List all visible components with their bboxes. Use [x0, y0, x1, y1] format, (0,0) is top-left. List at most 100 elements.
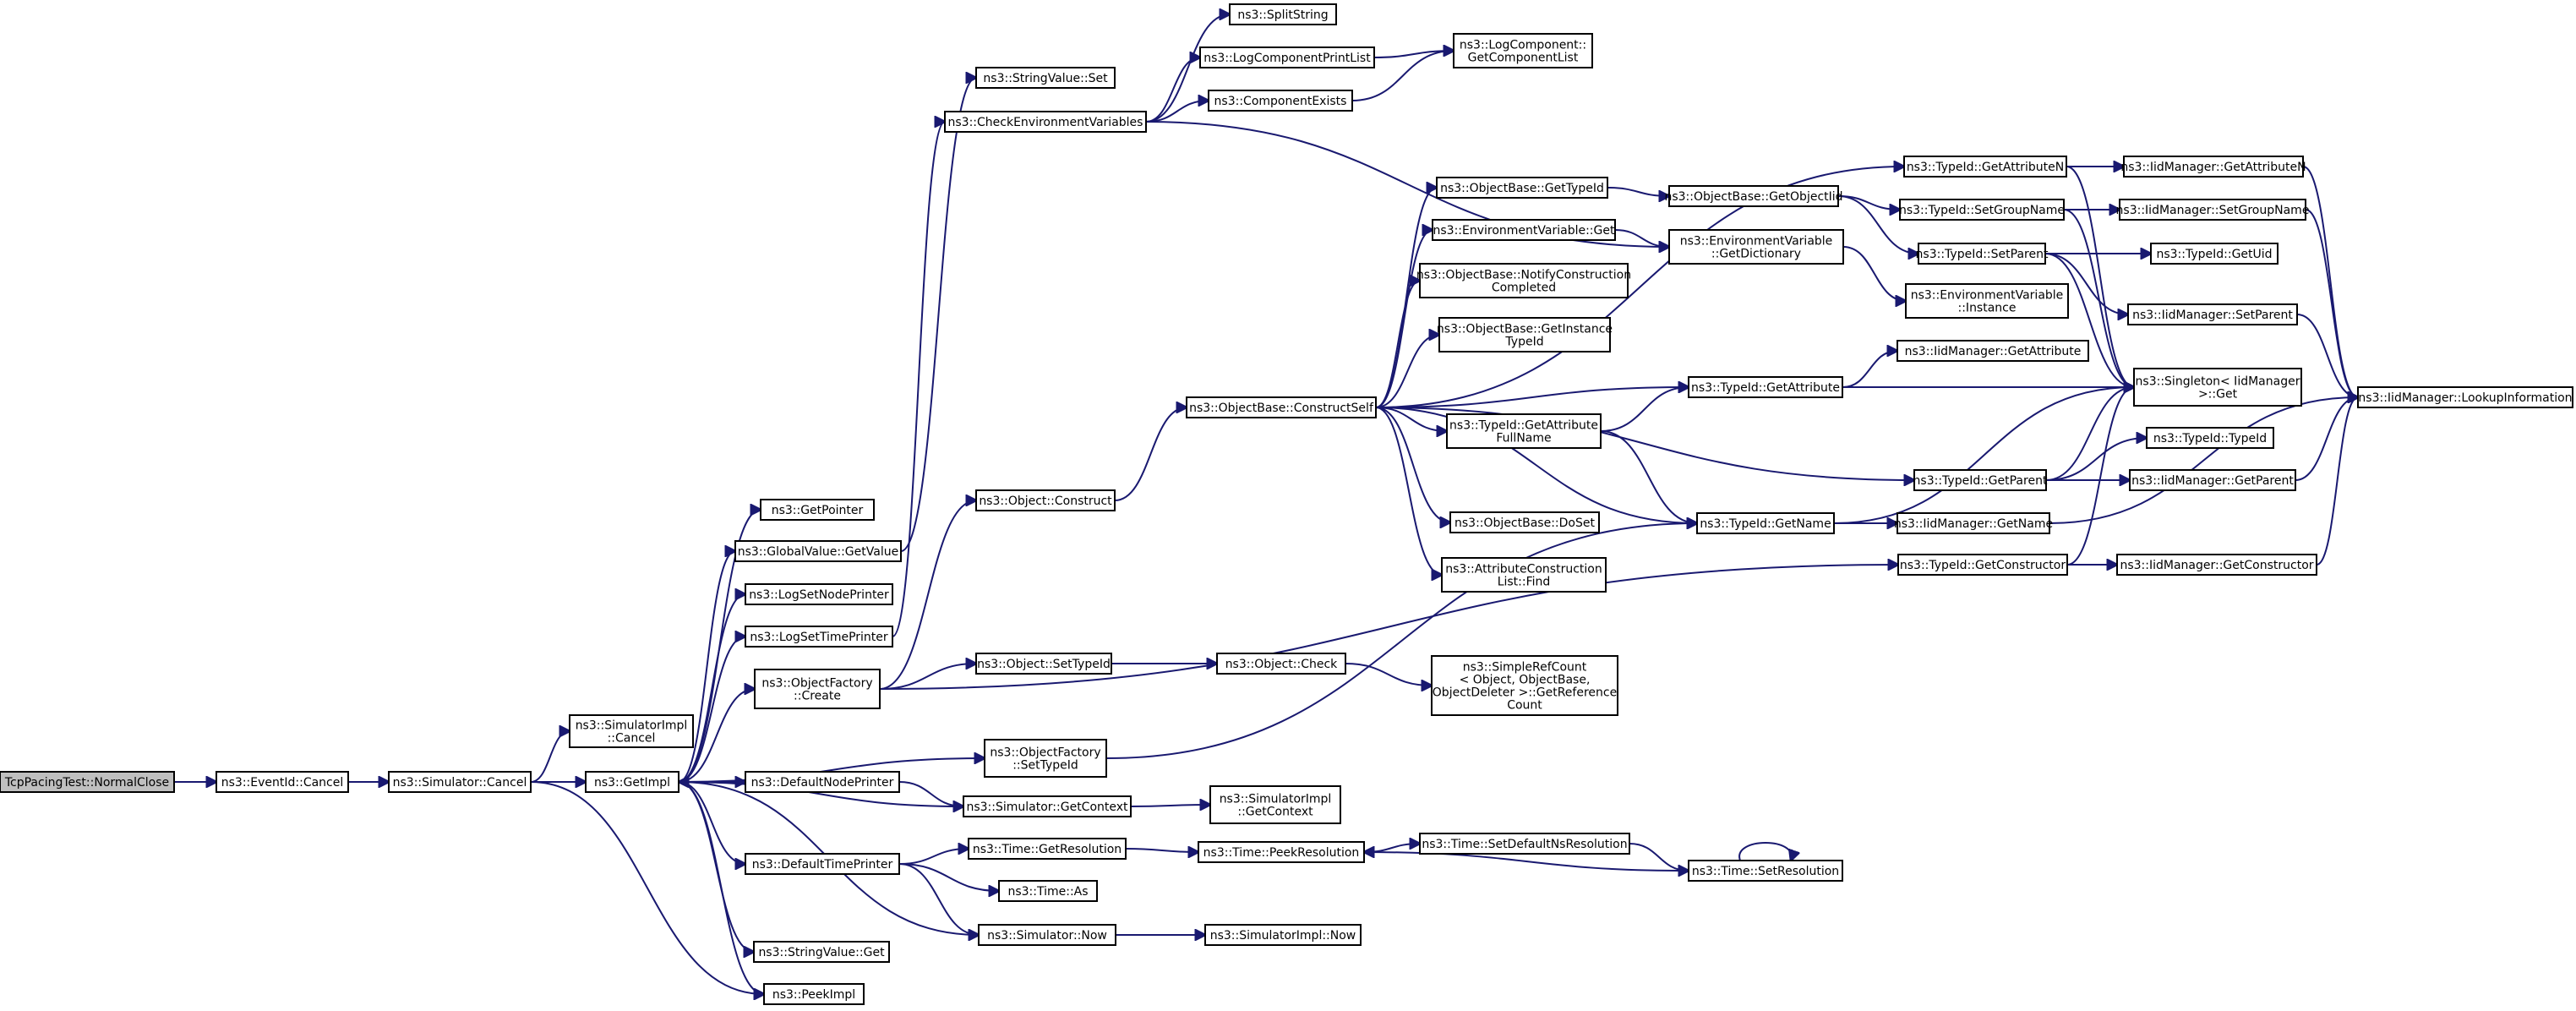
edge-typeid_getattribute-to-iidmanager_getattribute	[1842, 351, 1897, 388]
node-simimpl_cancel[interactable]: ns3::SimulatorImpl::Cancel	[569, 714, 694, 748]
node-envvar_getdictionary[interactable]: ns3::EnvironmentVariable::GetDictionary	[1668, 229, 1844, 265]
edge-iidmanager_getname-to-iidmanager_lookupinformation	[2049, 397, 2358, 524]
node-iidmanager_getname[interactable]: ns3::IidManager::GetName	[1894, 512, 2053, 534]
node-time_peekresolution[interactable]: ns3::Time::PeekResolution	[1198, 841, 1365, 863]
node-label: ::Cancel	[608, 732, 656, 746]
node-box	[2146, 427, 2274, 449]
node-object_settypeid[interactable]: ns3::Object::SetTypeId	[975, 653, 1112, 675]
node-objectbase_getobjectiid[interactable]: ns3::ObjectBase::GetObjectIid	[1664, 185, 1843, 207]
node-logsetnodeprinter[interactable]: ns3::LogSetNodePrinter	[745, 583, 893, 605]
node-getimpl[interactable]: ns3::GetImpl	[585, 771, 679, 793]
node-box	[975, 67, 1116, 89]
node-envvar_instance[interactable]: ns3::EnvironmentVariable::Instance	[1905, 283, 2069, 319]
node-stringvalue_get[interactable]: ns3::StringValue::Get	[753, 941, 890, 963]
node-simulator_getcontext[interactable]: ns3::Simulator::GetContext	[963, 795, 1132, 817]
node-box	[753, 941, 890, 963]
edge-constructself-to-notifyconstruction	[1375, 281, 1420, 408]
node-iidmanager_getattributen[interactable]: ns3::IidManager::GetAttributeN	[2120, 156, 2306, 178]
node-peekimpl[interactable]: ns3::PeekImpl	[763, 983, 865, 1005]
node-typeid_getconstructor[interactable]: ns3::TypeId::GetConstructor	[1897, 554, 2068, 576]
node-simimpl_getcontext[interactable]: ns3::SimulatorImpl::GetContext	[1209, 785, 1341, 824]
node-singleton_get[interactable]: ns3::Singleton< IidManager>::Get	[2133, 368, 2302, 407]
node-time_setdefaultnsresolution[interactable]: ns3::Time::SetDefaultNsResolution	[1419, 833, 1630, 855]
node-label: ::SetTypeId	[1012, 759, 1078, 773]
node-object_check[interactable]: ns3::Object::Check	[1216, 653, 1346, 675]
node-box	[1198, 841, 1365, 863]
node-typeid_getattributen[interactable]: ns3::TypeId::GetAttributeN	[1903, 156, 2067, 178]
node-label: ns3::AttributeConstruction	[1445, 563, 1602, 577]
node-time_getresolution[interactable]: ns3::Time::GetResolution	[968, 838, 1127, 860]
node-typeid_setparent[interactable]: ns3::TypeId::SetParent	[1916, 243, 2049, 265]
node-simimpl_now[interactable]: ns3::SimulatorImpl::Now	[1204, 924, 1362, 946]
node-box	[1897, 340, 2089, 362]
node-objectfactory_create[interactable]: ns3::ObjectFactory::Create	[754, 669, 881, 709]
node-eventid_cancel[interactable]: ns3::EventId::Cancel	[216, 771, 349, 793]
node-label: ns3::LogSetNodePrinter	[749, 588, 889, 602]
edge-simulator_cancel-to-peekimpl	[530, 781, 764, 994]
node-typeid_getuid[interactable]: ns3::TypeId::GetUid	[2150, 243, 2279, 265]
node-globalvalue_getvalue[interactable]: ns3::GlobalValue::GetValue	[734, 540, 902, 562]
node-typeid_typeid[interactable]: ns3::TypeId::TypeId	[2146, 427, 2274, 449]
node-objectfactory_settypeid[interactable]: ns3::ObjectFactory::SetTypeId	[984, 739, 1107, 778]
node-time_setresolution[interactable]: ns3::Time::SetResolution	[1688, 860, 1843, 882]
node-defaulttimeprinter[interactable]: ns3::DefaultTimePrinter	[745, 853, 900, 875]
node-typeid_setgroupname[interactable]: ns3::TypeId::SetGroupName	[1899, 199, 2065, 221]
node-typeid_getparent[interactable]: ns3::TypeId::GetParent	[1913, 469, 2048, 491]
node-constructself[interactable]: ns3::ObjectBase::ConstructSelf	[1186, 396, 1377, 418]
node-label: ns3::Object::SetTypeId	[977, 658, 1111, 671]
node-logcomponentprintlist[interactable]: ns3::LogComponentPrintList	[1199, 46, 1375, 68]
node-box	[1903, 156, 2067, 178]
node-iidmanager_getparent[interactable]: ns3::IidManager::GetParent	[2129, 469, 2296, 491]
edge-defaulttimeprinter-to-time_getresolution	[898, 849, 969, 865]
node-label: ns3::LogComponent::	[1460, 39, 1586, 52]
edge-constructself-to-attrconstructionlist_find	[1375, 407, 1442, 575]
node-iidmanager_setgroupname[interactable]: ns3::IidManager::SetGroupName	[2116, 199, 2310, 221]
node-box	[1419, 263, 1629, 298]
node-box	[1668, 229, 1844, 265]
node-simplerefcount[interactable]: ns3::SimpleRefCount< Object, ObjectBase,…	[1431, 655, 1618, 716]
node-getcomponentlist[interactable]: ns3::LogComponent::GetComponentList	[1453, 33, 1593, 68]
node-object_construct[interactable]: ns3::Object::Construct	[975, 489, 1116, 511]
node-objectbase_gettypeid[interactable]: ns3::ObjectBase::GetTypeId	[1436, 177, 1608, 199]
node-box	[2150, 243, 2279, 265]
node-label: ns3::LogSetTimePrinter	[750, 631, 888, 644]
node-typeid_getattribute[interactable]: ns3::TypeId::GetAttribute	[1688, 376, 1843, 398]
node-box	[1209, 785, 1341, 824]
node-label: ns3::DefaultTimePrinter	[752, 858, 893, 872]
node-logsettimeprinter[interactable]: ns3::LogSetTimePrinter	[745, 626, 893, 648]
nodes-layer: TcpPacingTest::NormalClose ns3::EventId::…	[0, 3, 2573, 1005]
node-box	[1897, 554, 2068, 576]
node-label: ::GetContext	[1237, 806, 1313, 819]
node-simulator_now[interactable]: ns3::Simulator::Now	[978, 924, 1116, 946]
node-box	[1204, 924, 1362, 946]
node-time_as[interactable]: ns3::Time::As	[998, 880, 1098, 902]
edge-getimpl-to-objectfactory_settypeid	[678, 758, 985, 783]
node-box	[1899, 199, 2065, 221]
node-root[interactable]: TcpPacingTest::NormalClose	[0, 771, 175, 793]
node-iidmanager_setparent[interactable]: ns3::IidManager::SetParent	[2127, 303, 2298, 325]
node-checkenv[interactable]: ns3::CheckEnvironmentVariables	[944, 111, 1147, 133]
node-label: ns3::TypeId::SetGroupName	[1899, 204, 2065, 217]
node-getpointer[interactable]: ns3::GetPointer	[760, 499, 875, 521]
node-simulator_cancel[interactable]: ns3::Simulator::Cancel	[388, 771, 532, 793]
node-splitstring[interactable]: ns3::SplitString	[1229, 3, 1337, 25]
node-box	[1216, 653, 1346, 675]
node-iidmanager_getconstructor[interactable]: ns3::IidManager::GetConstructor	[2116, 554, 2317, 576]
edge-envvar_get-to-envvar_getdictionary	[1614, 229, 1669, 247]
node-notifyconstruction[interactable]: ns3::ObjectBase::NotifyConstructionCompl…	[1416, 263, 1631, 298]
node-iidmanager_lookupinformation[interactable]: ns3::IidManager::LookupInformation	[2357, 386, 2573, 408]
node-componentexists[interactable]: ns3::ComponentExists	[1208, 90, 1353, 112]
node-label: ns3::Simulator::GetContext	[966, 801, 1128, 814]
edge-typeid_setgroupname-to-singleton_get	[2063, 209, 2134, 387]
node-objectbase_doset[interactable]: ns3::ObjectBase::DoSet	[1449, 511, 1600, 533]
node-iidmanager_getattribute[interactable]: ns3::IidManager::GetAttribute	[1897, 340, 2089, 362]
node-envvar_get[interactable]: ns3::EnvironmentVariable::Get	[1432, 219, 1616, 241]
node-defaultnodeprinter[interactable]: ns3::DefaultNodePrinter	[745, 771, 900, 793]
node-label: ns3::Time::As	[1007, 885, 1088, 899]
node-box	[388, 771, 532, 793]
node-typeid_getname[interactable]: ns3::TypeId::GetName	[1696, 512, 1835, 534]
node-stringvalue_set[interactable]: ns3::StringValue::Set	[975, 67, 1116, 89]
